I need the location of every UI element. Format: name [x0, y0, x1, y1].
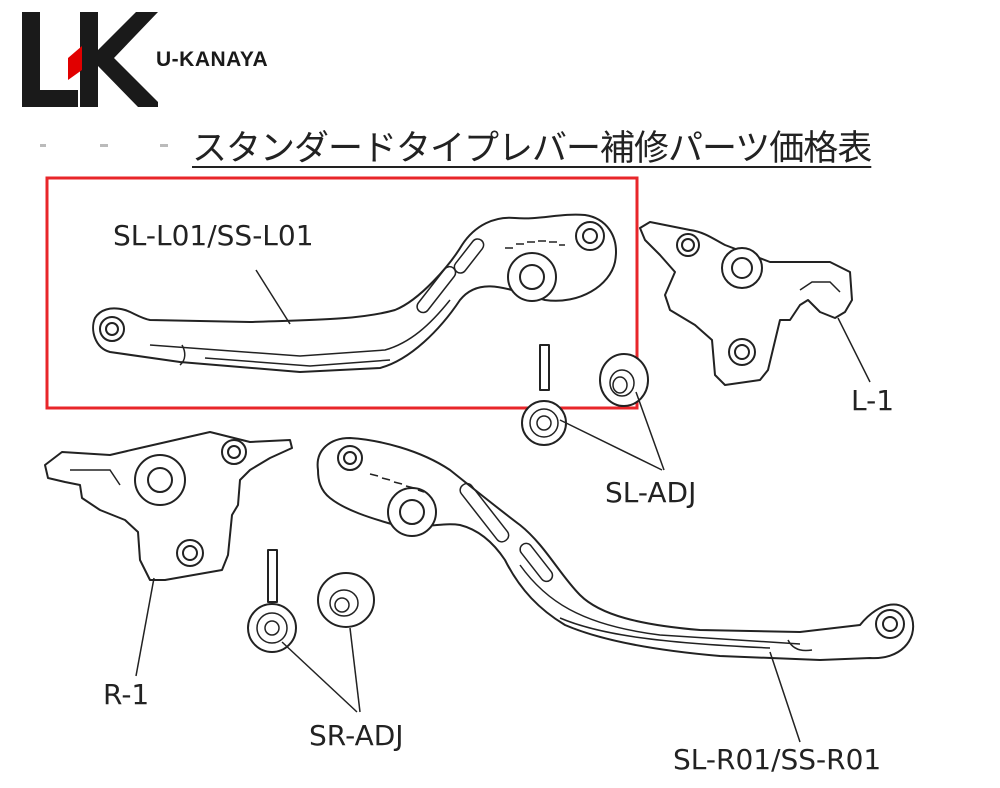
label-right-lever: SL-R01/SS-R01: [673, 743, 882, 776]
label-left-adjuster: SL-ADJ: [605, 476, 697, 509]
page-title: スタンダードタイプレバー補修パーツ価格表: [192, 129, 872, 169]
leader-lines: [135, 269, 871, 743]
divider: [160, 144, 168, 147]
right-adjuster-drawing: [247, 549, 375, 653]
uk-logo-mark-icon: [22, 12, 163, 107]
left-bracket-drawing: [639, 221, 853, 386]
divider: [100, 144, 108, 147]
right-bracket-drawing: [44, 431, 293, 581]
left-lever-drawing: [92, 213, 617, 373]
highlight-frame: [45, 176, 639, 410]
label-left-bracket: L-1: [851, 384, 895, 417]
label-right-bracket: R-1: [103, 678, 150, 711]
label-left-lever: SL-L01/SS-L01: [113, 219, 314, 252]
left-adjuster-drawing: [521, 344, 649, 446]
right-lever-drawing: [316, 437, 915, 661]
logo-wordmark: U-KANAYA: [156, 48, 269, 71]
divider: [40, 144, 46, 147]
label-right-adjuster: SR-ADJ: [309, 719, 404, 752]
u-kanaya-logo: U-KANAYA: [18, 10, 308, 110]
